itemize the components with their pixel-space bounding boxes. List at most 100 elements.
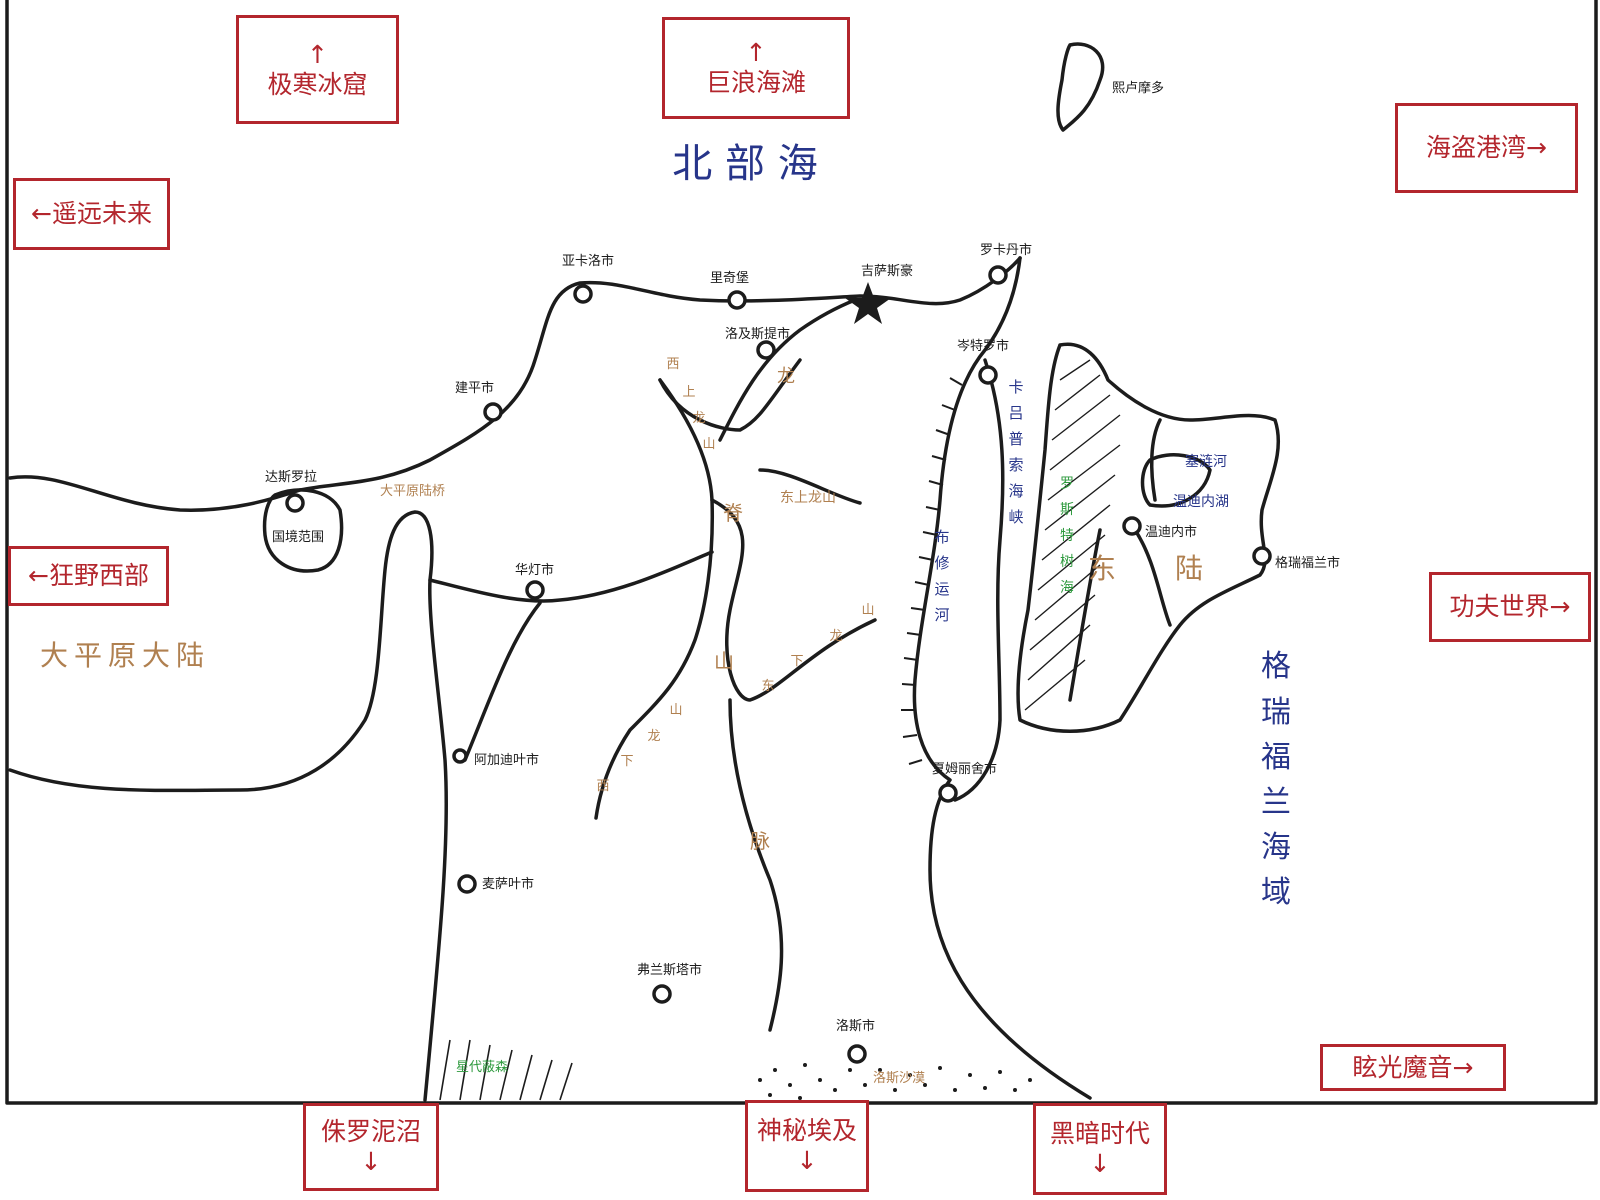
city-label-geruifu[interactable]: 格瑞福兰市 — [1275, 555, 1340, 571]
spine-center — [710, 498, 877, 702]
marker-geruifu[interactable] — [1252, 546, 1272, 566]
marker-xiamu[interactable] — [938, 783, 958, 803]
arrow-down-icon: ↓ — [1089, 1149, 1111, 1178]
portal-label: 海盗港湾→ — [1426, 133, 1547, 162]
east-continent-label-right: 陆 — [1175, 552, 1203, 585]
arrow-down-icon: ↓ — [360, 1147, 382, 1176]
portal-kungfu-world[interactable]: 功夫世界→ — [1429, 572, 1591, 642]
city-label-ajiadi[interactable]: 阿加迪叶市 — [474, 752, 539, 768]
portal-label: 侏罗泥沼 — [320, 1117, 421, 1146]
city-label-dasiluo[interactable]: 达斯罗拉 — [265, 470, 317, 485]
arrow-up-icon: ↑ — [307, 39, 328, 69]
wst-upper-char: 西 — [666, 357, 679, 372]
marker-ajiadi[interactable] — [452, 748, 468, 764]
marker-maisa[interactable] — [457, 874, 477, 894]
city-label-jianping[interactable]: 建平市 — [455, 380, 494, 396]
marker-luosi[interactable] — [847, 1044, 867, 1064]
gref-sea-char: 福 — [1261, 740, 1291, 775]
long-char: 龙 — [777, 366, 795, 387]
canal-char: 布 — [934, 528, 949, 546]
portal-mystic-egypt[interactable]: 神秘埃及 ↓ — [745, 1100, 869, 1192]
portal-wild-west[interactable]: ←狂野西部 — [8, 546, 169, 606]
west-lower-char: 下 — [620, 754, 633, 769]
portal-label: 神秘埃及 — [756, 1116, 857, 1145]
gref-sea-char: 格 — [1261, 649, 1291, 684]
portal-label: ←遥远未来 — [31, 199, 152, 228]
gref-sea-char: 域 — [1261, 875, 1291, 910]
land-bridge-coast — [8, 510, 449, 1102]
portal-far-future[interactable]: ←遥远未来 — [13, 178, 170, 250]
east-continent-coast — [1016, 342, 1281, 733]
city-label-xiamu[interactable]: 夏姆丽舍市 — [932, 761, 997, 777]
marker-yaka[interactable] — [573, 284, 593, 304]
desert-dots — [758, 1063, 1032, 1100]
portal-ice-cave[interactable]: ↑ 极寒冰窟 — [236, 15, 399, 124]
spine-trunk — [728, 698, 784, 1032]
city-label-huadeng[interactable]: 华灯市 — [515, 562, 554, 578]
canal-char: 运 — [934, 580, 949, 598]
wst-upper-char: 龙 — [692, 411, 705, 426]
city-label-maisa[interactable]: 麦萨叶市 — [482, 876, 534, 892]
strait-char: 峡 — [1008, 508, 1023, 526]
city-label-luosi[interactable]: 洛斯市 — [836, 1018, 875, 1034]
marker-wendi[interactable] — [1122, 516, 1142, 536]
canal-char: 修 — [934, 554, 949, 572]
rost-forest-char: 树 — [1060, 554, 1074, 570]
strait-char: 海 — [1008, 482, 1023, 500]
east-continent-divider — [1149, 418, 1162, 502]
portal-jurassic-swamp[interactable]: 侏罗泥沼 ↓ — [303, 1103, 439, 1191]
rost-forest-char: 特 — [1060, 528, 1074, 544]
city-label-cente[interactable]: 岑特罗市 — [957, 338, 1009, 354]
city-label-luoka[interactable]: 罗卡丹市 — [980, 242, 1032, 258]
arrow-down-icon: ↓ — [796, 1146, 818, 1175]
city-label-jisa[interactable]: 吉萨斯豪 — [861, 263, 913, 279]
spine-mountain-east — [718, 298, 857, 442]
city-label-wendi[interactable]: 温迪内市 — [1145, 524, 1197, 540]
canal-east-bank — [953, 358, 1005, 802]
city-label-fulan[interactable]: 弗兰斯塔市 — [637, 962, 702, 978]
spine-char: 脊 — [723, 501, 743, 525]
capital-star-icon[interactable] — [845, 282, 891, 324]
land-bridge-label: 大平原陆桥 — [380, 483, 445, 499]
portal-wave-beach[interactable]: ↑ 巨浪海滩 — [662, 17, 850, 119]
strait-char: 索 — [1008, 456, 1023, 474]
marker-huadeng[interactable] — [525, 580, 545, 600]
desert-label: 洛斯沙漠 — [873, 1071, 925, 1086]
east-upper-mountain — [758, 468, 862, 505]
marker-luoka[interactable] — [988, 265, 1008, 285]
portal-label: 功夫世界→ — [1449, 592, 1571, 621]
portal-label: 黑暗时代 — [1049, 1119, 1150, 1148]
marker-fulan[interactable] — [652, 984, 672, 1004]
city-label-luoji[interactable]: 洛及斯提市 — [725, 326, 790, 342]
west-lower-char: 龙 — [647, 729, 660, 744]
city-label-yaka[interactable]: 亚卡洛市 — [562, 253, 614, 269]
wst-upper-char: 上 — [682, 385, 695, 400]
spine-mountain-west — [594, 378, 715, 820]
wendi-lake-label: 温迪内湖 — [1173, 494, 1229, 510]
arrow-up-icon: ↑ — [745, 38, 767, 67]
portal-label: 巨浪海滩 — [705, 68, 806, 97]
north-coastline — [8, 256, 1022, 512]
marker-dasiluo[interactable] — [285, 493, 305, 513]
sailian-river-label: 塞涟河 — [1185, 453, 1227, 470]
canal-cliff-ticks — [901, 377, 963, 765]
marker-cente[interactable] — [978, 365, 998, 385]
east-lower-char: 龙 — [829, 629, 842, 644]
spine-char: 山 — [714, 649, 734, 673]
portal-pirate-harbor[interactable]: 海盗港湾→ — [1395, 103, 1578, 193]
gref-sea-char: 海 — [1261, 830, 1291, 865]
rost-forest-char: 海 — [1060, 580, 1074, 596]
west-lower-char: 山 — [669, 703, 682, 718]
huadeng-road — [428, 550, 714, 603]
marker-jianping[interactable] — [483, 402, 503, 422]
wst-upper-char: 山 — [702, 437, 715, 452]
strait-char: 普 — [1008, 430, 1023, 448]
marker-liqi[interactable] — [727, 290, 747, 310]
portal-dark-age[interactable]: 黑暗时代 ↓ — [1033, 1103, 1167, 1195]
gref-sea-char: 兰 — [1261, 785, 1291, 820]
strait-char: 吕 — [1008, 404, 1023, 422]
marker-luoji[interactable] — [756, 340, 776, 360]
portal-dazzle-magic[interactable]: 眩光魔音→ — [1320, 1044, 1506, 1091]
city-label-liqi[interactable]: 里奇堡 — [710, 270, 749, 286]
